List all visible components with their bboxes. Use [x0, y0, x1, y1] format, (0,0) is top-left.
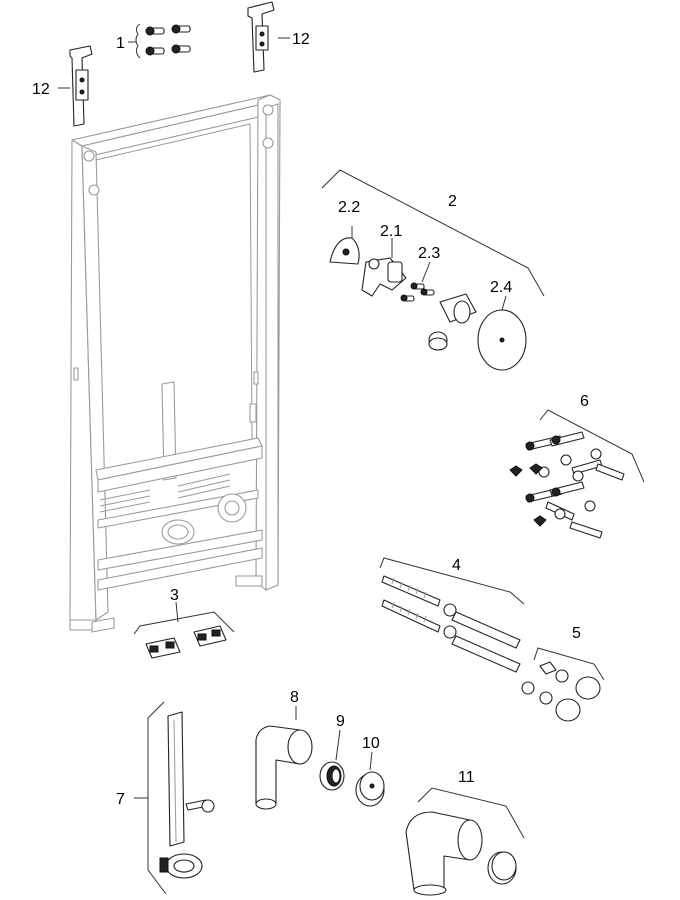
label-2-2: 2.2	[338, 199, 360, 216]
label-2-3: 2.3	[418, 245, 440, 262]
bracket-12-left	[58, 45, 93, 127]
bend-8	[255, 706, 313, 810]
nuts-caps-5	[521, 647, 605, 722]
clips-3	[133, 601, 235, 659]
label-7: 7	[116, 791, 125, 808]
label-5: 5	[572, 625, 581, 642]
label-8: 8	[290, 689, 299, 706]
screw-set-1	[128, 23, 191, 59]
rail-7	[134, 701, 215, 895]
label-4: 4	[452, 557, 461, 574]
label-12-right: 12	[292, 31, 310, 48]
label-9: 9	[336, 713, 345, 730]
label-2-1: 2.1	[380, 223, 402, 240]
label-11: 11	[458, 769, 475, 786]
threaded-rods-4	[379, 557, 525, 673]
part-labels: 1 12 12 2 2.2 2.1 2.3 2.4 6 4 3 5 8 9 10…	[32, 31, 589, 808]
label-1: 1	[116, 35, 125, 52]
bracket-12-right	[247, 1, 290, 73]
cap-10	[355, 751, 385, 807]
connection-set-2	[321, 169, 545, 371]
label-2-4: 2.4	[490, 279, 512, 296]
label-12-left: 12	[32, 81, 50, 98]
label-6: 6	[580, 393, 589, 410]
label-10: 10	[362, 735, 380, 752]
label-2: 2	[448, 193, 457, 210]
fixing-set-6	[509, 409, 645, 539]
bend-cap-11	[405, 787, 525, 896]
seal-9	[319, 729, 345, 791]
label-3: 3	[170, 587, 179, 604]
installation-frame	[69, 94, 281, 633]
